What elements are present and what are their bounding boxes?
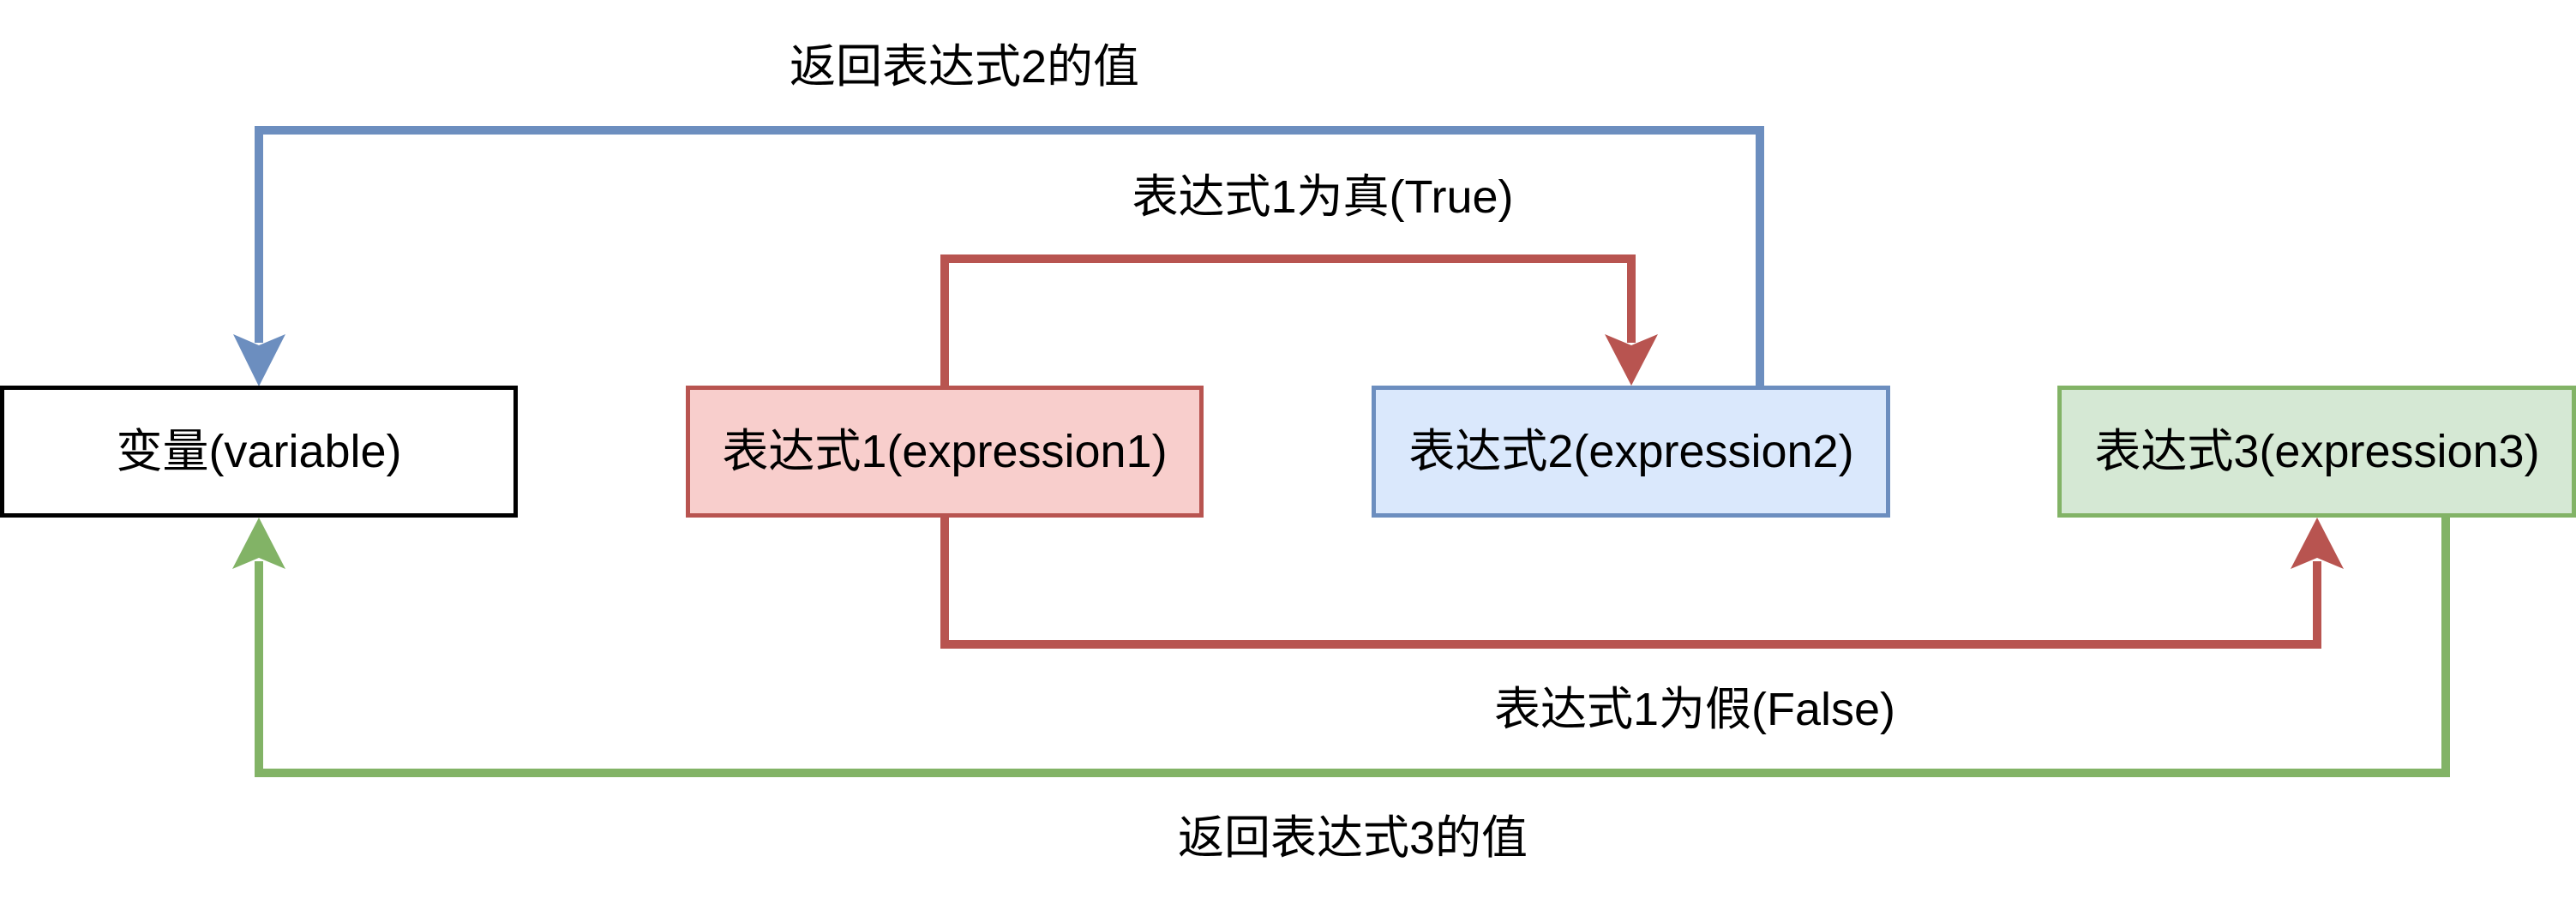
node-expression3[interactable]: 表达式3(expression3)	[2057, 386, 2576, 518]
node-expression2-box[interactable]	[1372, 386, 1890, 518]
edge-return-expression3-line	[255, 518, 2450, 777]
edge-expression1-false-line	[940, 518, 2321, 649]
edge-label-return-expression2: 返回表达式2的值	[790, 41, 1139, 93]
node-variable-box[interactable]	[0, 386, 518, 518]
node-variable[interactable]: 变量(variable)	[0, 386, 518, 518]
arrowhead-up-icon	[232, 518, 285, 569]
edge-return-expression2	[233, 126, 1764, 386]
arrowhead-down-icon	[233, 334, 285, 386]
edge-return-expression3	[232, 518, 2450, 777]
edge-return-expression2-line	[255, 126, 1764, 386]
edge-label-expression1-false: 表达式1为假(False)	[1494, 684, 1895, 735]
node-expression2-label: 表达式2(expression2)	[1408, 426, 1853, 477]
edge-label-expression1-true: 表达式1为真(True)	[1132, 171, 1513, 223]
arrowhead-down-icon	[1605, 334, 1658, 386]
node-expression3-box[interactable]	[2057, 386, 2576, 518]
node-expression3-label: 表达式3(expression3)	[2094, 426, 2539, 477]
edge-label-return-expression3: 返回表达式3的值	[1178, 812, 1528, 864]
node-expression2[interactable]: 表达式2(expression2)	[1372, 386, 1890, 518]
edge-expression1-true-line	[940, 254, 1636, 386]
node-expression1-label: 表达式1(expression1)	[722, 426, 1167, 477]
node-expression1[interactable]: 表达式1(expression1)	[686, 386, 1204, 518]
edge-expression1-true	[940, 254, 1658, 386]
node-variable-label: 变量(variable)	[116, 426, 401, 477]
arrowhead-up-icon	[2291, 518, 2344, 569]
node-expression1-box[interactable]	[686, 386, 1204, 518]
edge-expression1-false	[940, 518, 2344, 649]
